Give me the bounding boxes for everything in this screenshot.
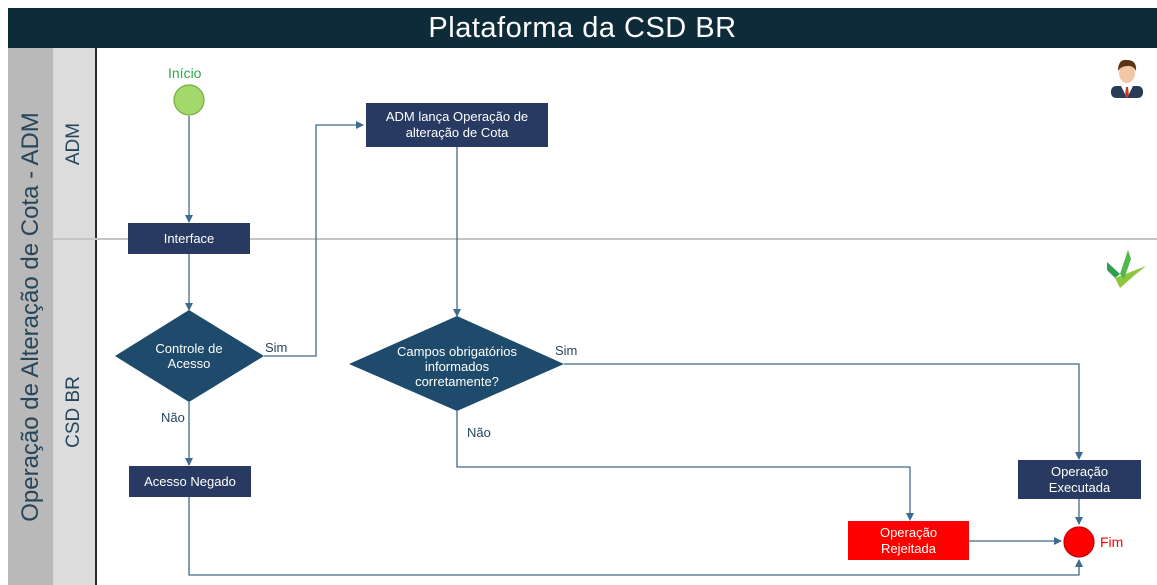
edge-campos-sim <box>564 363 1083 460</box>
lane-header-csd: CSD BR <box>53 239 95 585</box>
edge-label-campos-nao: Não <box>467 425 491 440</box>
edge-label-controle-nao: Não <box>161 410 185 425</box>
page-title: Plataforma da CSD BR <box>8 8 1157 48</box>
edge-campos-nao <box>456 411 914 521</box>
task-operacao-executada: Operação Executada <box>1018 460 1141 499</box>
edge-negado-fim <box>188 497 1083 576</box>
decision-campos-label: Campos obrigatórios informados corretame… <box>397 343 517 389</box>
edge-label-campos-sim: Sim <box>555 343 578 358</box>
lane-divider-horizontal <box>53 238 1157 240</box>
decision-campos <box>349 316 564 411</box>
edge-label-controle-sim: Sim <box>265 340 288 355</box>
lane-header-adm: ADM <box>53 48 95 239</box>
task-acesso-negado: Acesso Negado <box>129 466 251 497</box>
user-avatar-icon <box>1111 59 1143 98</box>
task-adm-lanca-operacao: ADM lança Operação de alteração de Cota <box>366 103 548 147</box>
task-operacao-rejeitada: Operação Rejeitada <box>848 521 969 560</box>
csd-checkmark-logo-icon <box>1107 250 1146 288</box>
end-event <box>1063 526 1095 558</box>
decision-controle-acesso <box>115 310 264 402</box>
lane-divider-vertical <box>95 48 97 585</box>
decision-controle-label: Controle de Acesso <box>155 341 223 371</box>
start-label: Início <box>168 65 202 81</box>
task-interface: Interface <box>128 223 250 254</box>
start-event <box>173 84 205 116</box>
edge-controle-sim <box>264 121 364 357</box>
end-label: Fim <box>1100 534 1124 550</box>
pool-band <box>8 48 53 585</box>
